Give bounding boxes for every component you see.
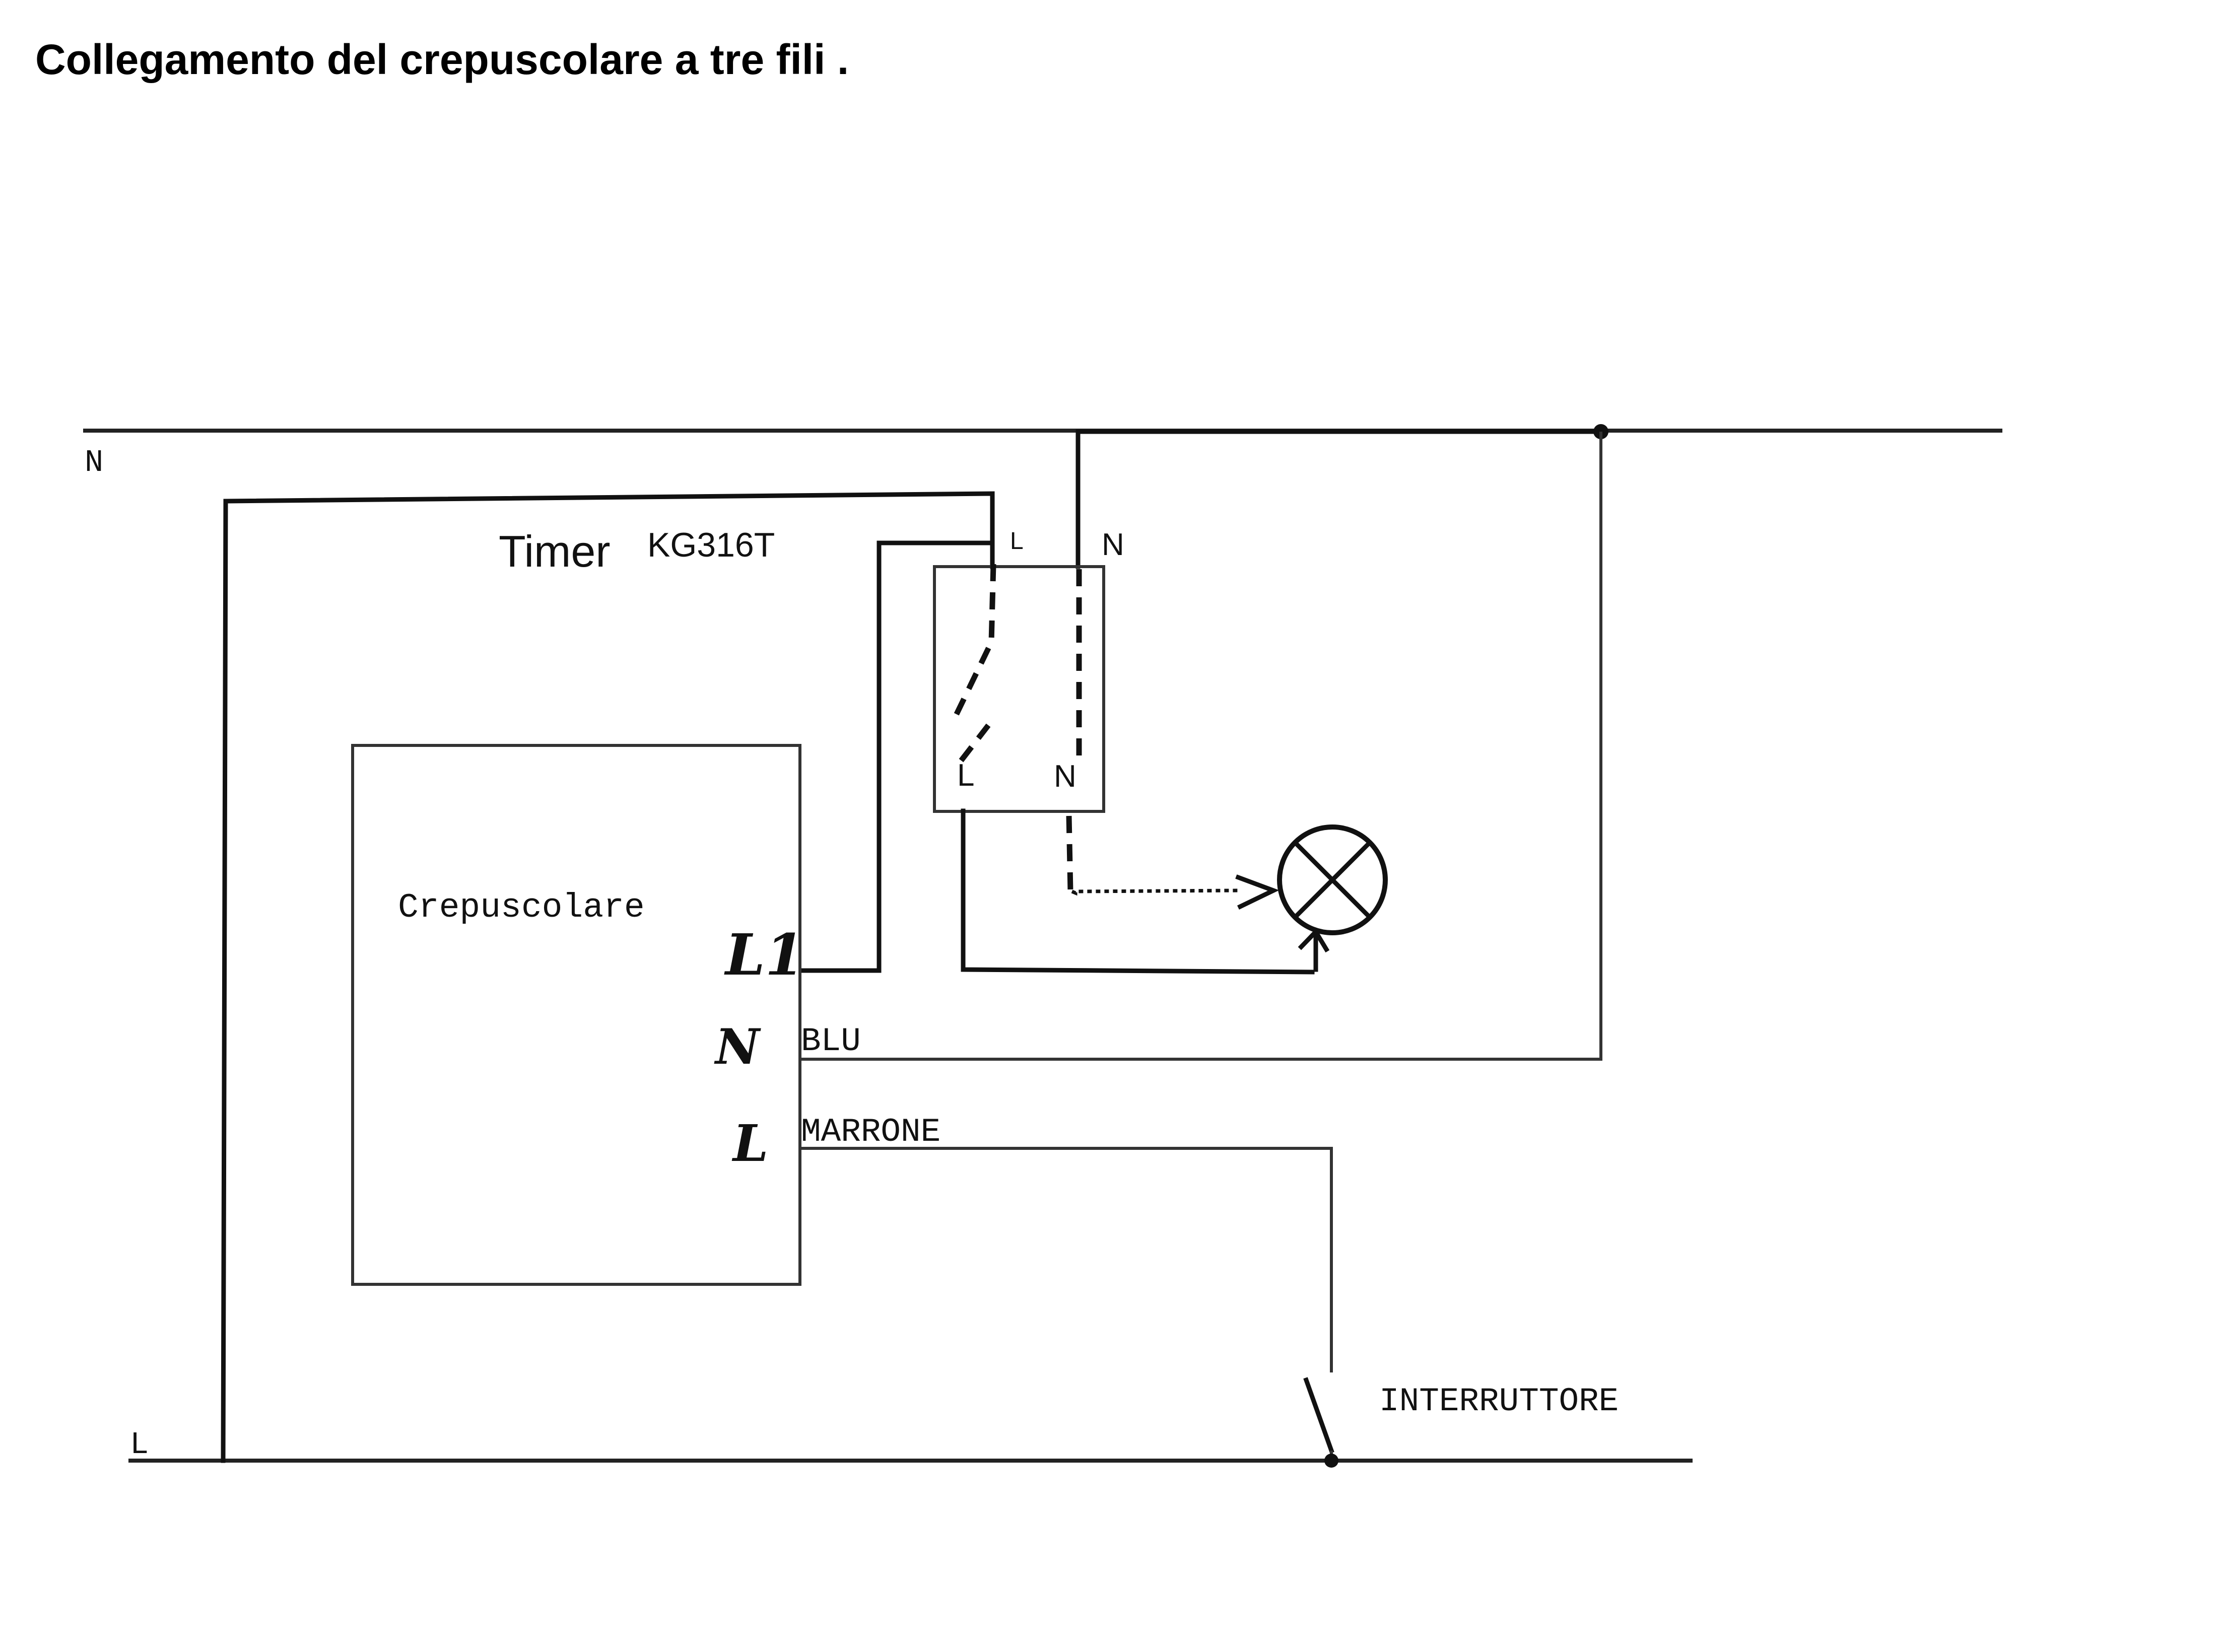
- timer-top-l-label: L: [1010, 528, 1024, 555]
- lamp-arrow-top: [1235, 874, 1280, 910]
- wire-neutral-to-timer: [1075, 429, 1603, 569]
- timer-box: [933, 565, 1105, 813]
- wire-marrone: [801, 1147, 1333, 1372]
- timer-bottom-l-label: L: [957, 758, 974, 793]
- timer-switch-line: [951, 564, 996, 722]
- timer-model-label: KG316T: [647, 526, 775, 564]
- wire-blu-label: BLU: [801, 1022, 861, 1060]
- wire-neutral-blu: [801, 432, 1602, 1061]
- crepuscolare-terminal-l1: L1: [724, 922, 804, 988]
- interruttore-switch-blade: [1303, 1377, 1334, 1454]
- wire-timer-out-to-lamp: [961, 808, 1315, 975]
- crepuscolare-terminal-l: L: [731, 1114, 768, 1173]
- wire-l1-to-timer: [798, 540, 994, 973]
- neutral-rail-label: N: [85, 445, 103, 480]
- crepuscolare-terminal-n: N: [714, 1018, 761, 1075]
- junction-dot-line: [1324, 1454, 1338, 1468]
- wire-line-to-timer: [221, 491, 995, 1463]
- timer-label: Timer: [499, 526, 611, 576]
- interruttore-label: INTERRUTTORE: [1379, 1383, 1619, 1420]
- timer-bottom-n-label: N: [1054, 759, 1076, 794]
- crepuscolare-box: [351, 744, 801, 1286]
- wire-timer-n-to-lamp: [1066, 815, 1073, 892]
- line-rail-label: L: [130, 1427, 149, 1463]
- timer-top-n-label: N: [1102, 527, 1124, 562]
- lamp-icon: [1277, 824, 1388, 935]
- wire-timer-n-dotted: [1071, 888, 1240, 896]
- crepuscolare-label: Crepuscolare: [398, 888, 645, 927]
- wire-marrone-label: MARRONE: [801, 1113, 940, 1151]
- timer-switch-contact: [959, 723, 991, 763]
- page-title: Collegamento del crepuscolare a tre fili…: [35, 36, 849, 83]
